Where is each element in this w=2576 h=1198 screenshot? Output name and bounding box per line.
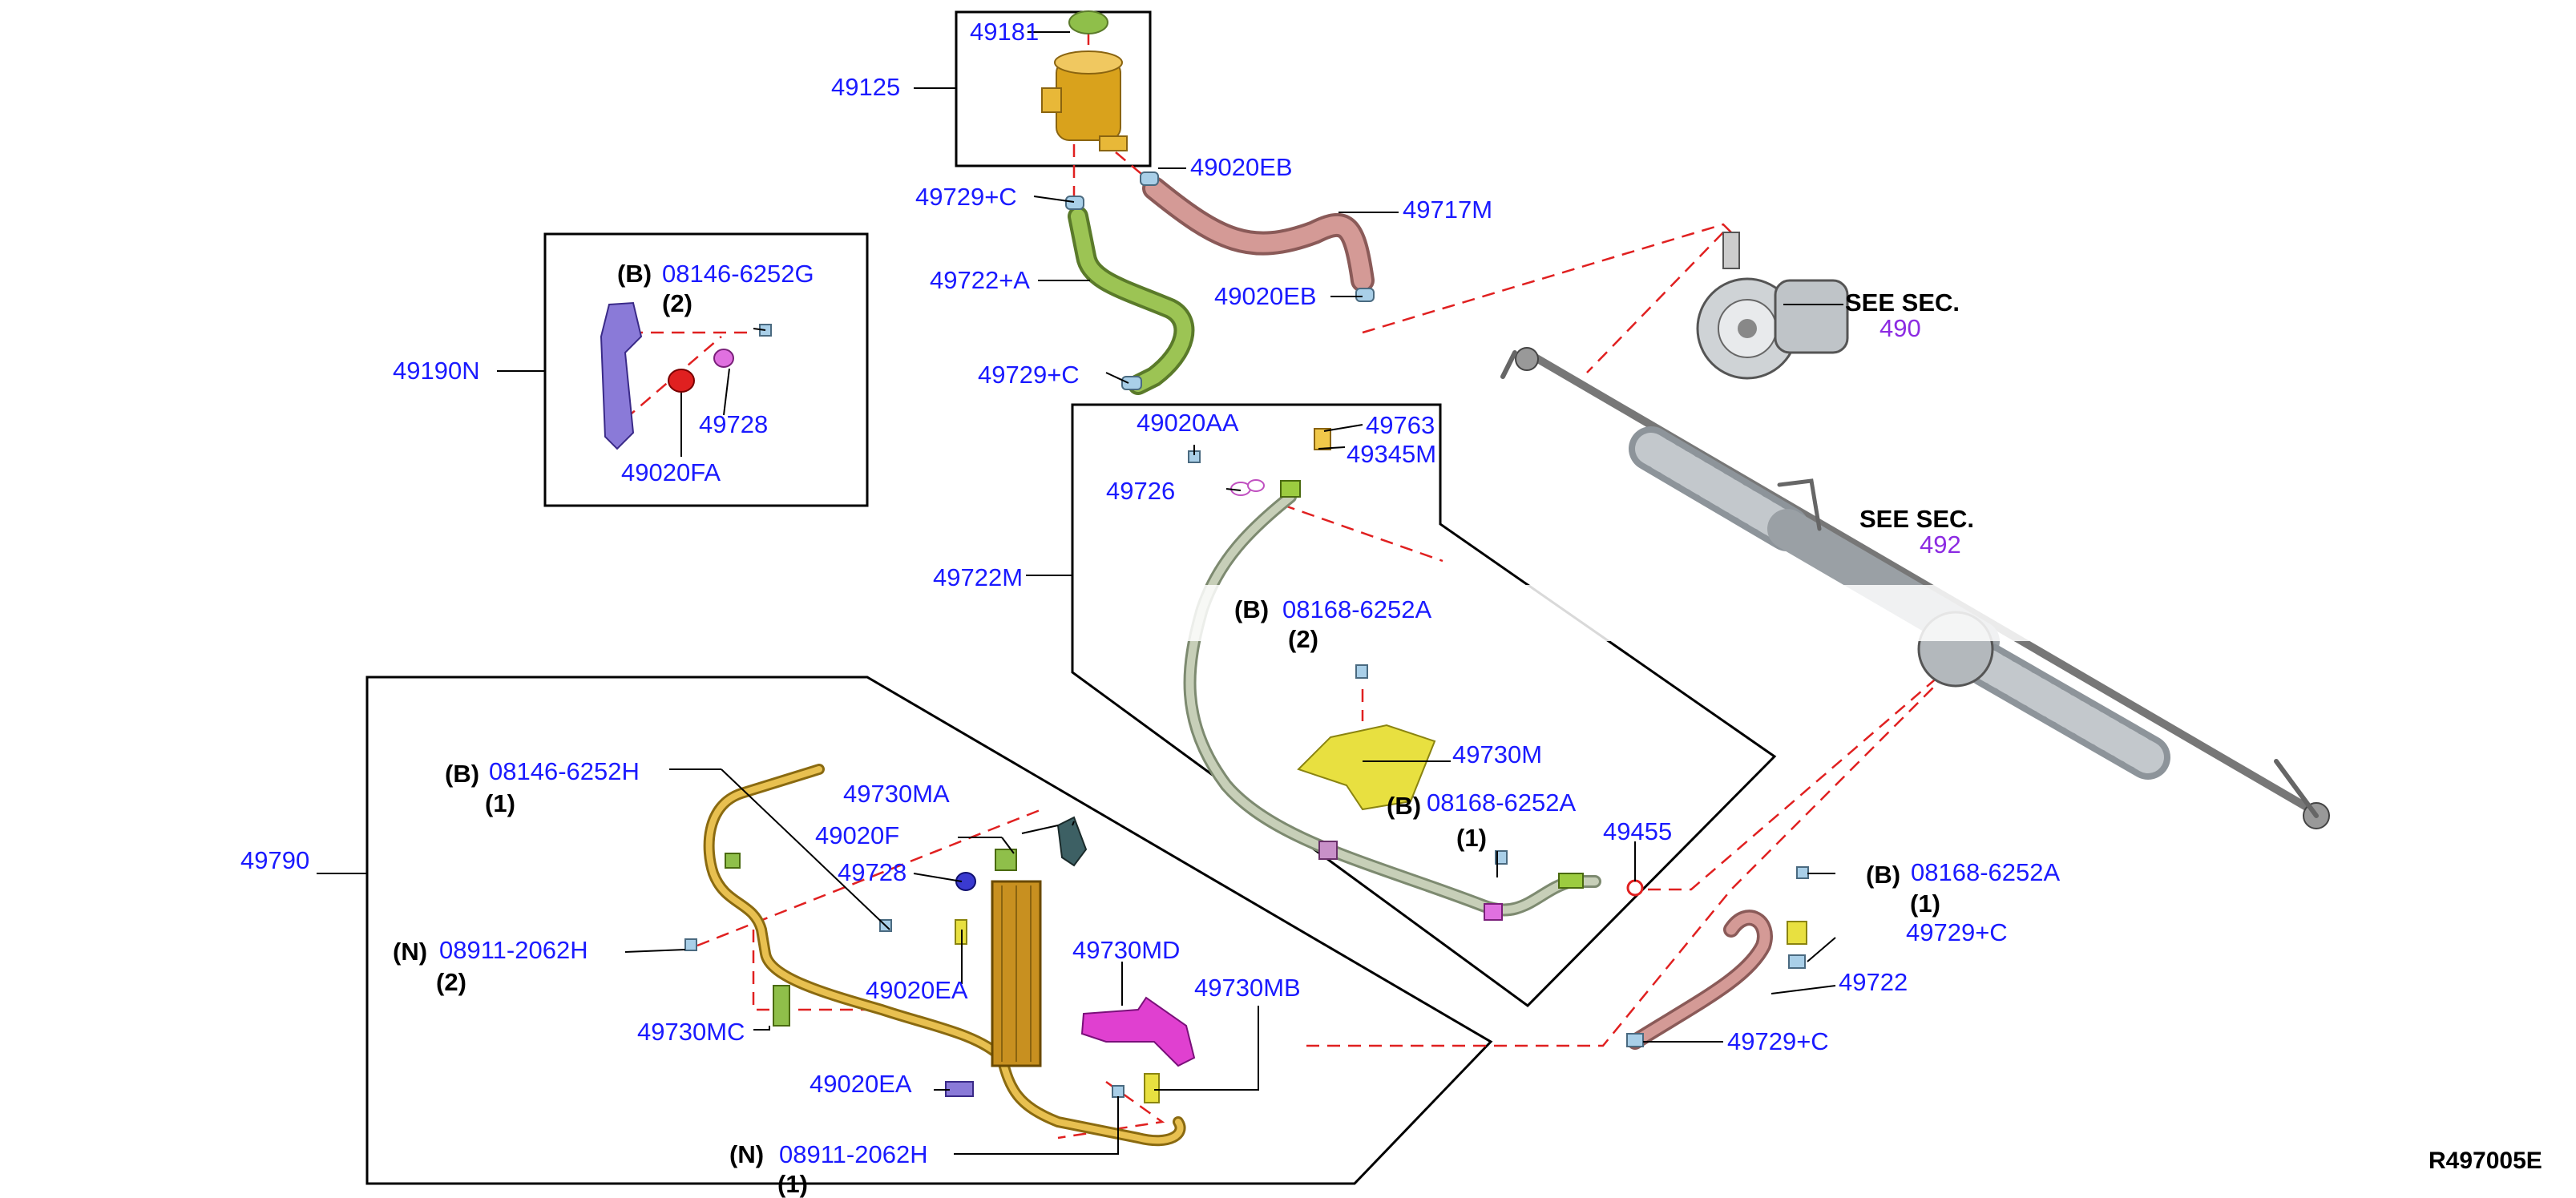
oil-cooler — [991, 880, 1042, 1067]
reservoir-tank — [1041, 50, 1128, 151]
label-49729C-right: 49729+C — [1906, 918, 2008, 946]
tag-b-3: (B) — [1234, 595, 1270, 623]
qty-2b: (2) — [1288, 625, 1318, 653]
grommet-49728-box — [713, 349, 734, 368]
label-49790: 49790 — [240, 846, 310, 874]
label-49125: 49125 — [831, 73, 901, 101]
label-08146-6252G: 08146-6252G — [662, 260, 814, 288]
bracket-49730M — [1297, 724, 1436, 811]
label-49020FA: 49020FA — [621, 458, 721, 486]
tag-b-1: (B) — [617, 260, 652, 288]
label-49190N: 49190N — [393, 357, 480, 385]
guide-pressure-rack — [1627, 640, 1980, 891]
qty-2c: (2) — [436, 968, 466, 996]
label-49181: 49181 — [970, 18, 1040, 46]
guide-cooler-clip — [752, 930, 866, 1011]
label-08911-2062H-b: 08911-2062H — [779, 1140, 928, 1168]
guide-pump-rack — [1586, 232, 1724, 373]
tag-b-4: (B) — [1387, 792, 1422, 820]
bracket-49190N — [600, 301, 643, 450]
feed-hose-green — [1068, 206, 1195, 395]
guide-pressure-pump — [1282, 503, 1443, 563]
qty-1a: (1) — [1456, 824, 1487, 852]
bracket-49730MD — [1080, 996, 1196, 1067]
return-hose-pink — [1142, 176, 1375, 292]
diagram-reference: R497005E — [2429, 1148, 2542, 1174]
label-49730M: 49730M — [1452, 740, 1543, 768]
label-49729C-bottom: 49729+C — [1727, 1027, 1829, 1055]
pressure-hose-group-box — [1071, 403, 1777, 1007]
label-49729C-mid: 49729+C — [978, 361, 1080, 389]
pressure-hose-fittings — [1188, 428, 1644, 921]
label-49717M: 49717M — [1403, 196, 1493, 224]
label-08168-6252A-right: 08168-6252A — [1911, 858, 2061, 886]
tag-n-1: (N) — [393, 938, 428, 966]
label-49728: 49728 — [838, 858, 907, 886]
label-08168-6252A-mid: 08168-6252A — [1282, 595, 1432, 623]
label-49722A: 49722+A — [930, 266, 1030, 294]
group-frames — [365, 10, 1777, 1185]
label-49730MA: 49730MA — [843, 780, 950, 808]
label-49020F: 49020F — [815, 821, 900, 849]
qty-1c: (1) — [777, 1170, 808, 1198]
label-49730MB: 49730MB — [1194, 974, 1301, 1002]
label-49455: 49455 — [1603, 817, 1673, 845]
section-490[interactable]: 490 — [1880, 314, 1921, 342]
bracket-49730MA — [1056, 816, 1088, 867]
group-leader-lines — [317, 31, 1843, 1155]
label-08146-6252H: 08146-6252H — [489, 757, 640, 785]
label-49729C-top: 49729+C — [915, 183, 1017, 211]
feed-hose-49722-fittings — [1626, 866, 1809, 1047]
label-49722: 49722 — [1839, 968, 1908, 996]
label-49730MC: 49730MC — [637, 1018, 745, 1046]
label-49345M: 49345M — [1347, 440, 1437, 468]
label-49020AA: 49020AA — [1137, 409, 1239, 437]
label-49722M: 49722M — [933, 563, 1024, 591]
label-49020EA-b: 49020EA — [810, 1070, 912, 1098]
guide-cooler-bottom — [1057, 1080, 1165, 1140]
label-08168-6252A-low: 08168-6252A — [1427, 789, 1577, 817]
qty-1d: (1) — [1910, 889, 1940, 918]
hose-clamps-top — [1065, 171, 1375, 390]
bushing-49020FA — [668, 369, 695, 393]
guide-return-hose-pump — [1362, 223, 1732, 334]
tag-b-5: (B) — [445, 760, 480, 788]
cooler-tube — [703, 764, 1186, 1147]
cooler-small-parts — [684, 849, 1160, 1103]
guide-feed-rack — [1306, 680, 1940, 1047]
label-49020EA-a: 49020EA — [866, 976, 968, 1004]
label-49020EB-mid: 49020EB — [1214, 282, 1317, 310]
feed-hose-49722 — [1627, 910, 1773, 1050]
qty-2a: (2) — [662, 289, 692, 317]
bracket-detail-box — [543, 232, 869, 507]
label-49763: 49763 — [1366, 411, 1435, 439]
power-steering-pump — [1696, 232, 1849, 380]
label-49726: 49726 — [1106, 477, 1176, 505]
pressure-hose — [1183, 490, 1601, 917]
label-49728-box: 49728 — [699, 410, 769, 438]
watermark — [1082, 585, 2060, 641]
qty-1b: (1) — [485, 789, 515, 817]
tag-n-2: (N) — [729, 1140, 765, 1168]
see-sec-label-rack: SEE SEC. — [1859, 505, 1974, 533]
section-492[interactable]: 492 — [1920, 530, 1961, 559]
see-sec-label-pump: SEE SEC. — [1845, 288, 1960, 317]
label-49730MD: 49730MD — [1072, 936, 1181, 964]
reservoir-cap — [1068, 10, 1108, 34]
tag-b-6: (B) — [1866, 861, 1901, 889]
label-49020EB-top: 49020EB — [1190, 153, 1293, 181]
label-08911-2062H-a: 08911-2062H — [439, 936, 588, 964]
cooler-group-box — [365, 676, 1493, 1185]
